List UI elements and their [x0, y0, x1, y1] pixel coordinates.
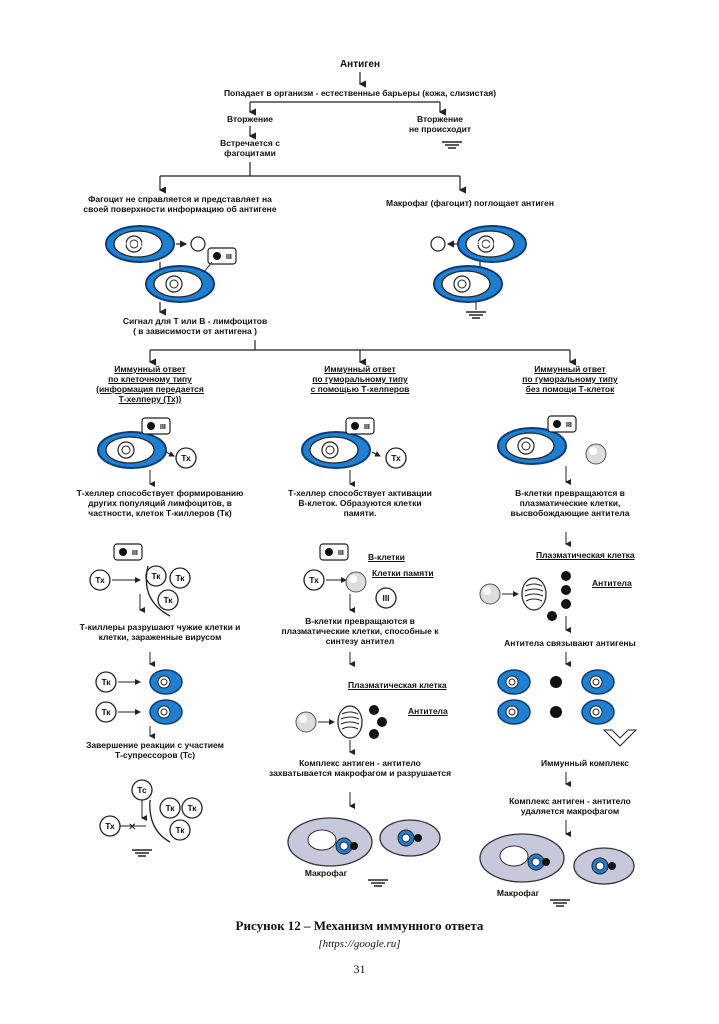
phagocyte-label-left: Фагоцит — [120, 241, 150, 248]
col2-macrophage-label: Макрофаг — [304, 868, 348, 878]
tk-cell-label-3: Тк — [163, 595, 173, 605]
th-cell-label-2: Тх — [95, 575, 105, 585]
memory-cell-label: III — [382, 593, 390, 603]
col3-step4: Комплекс антиген - антитело удаляется ма… — [509, 796, 631, 816]
col2-b-cells-label: В-клетки — [368, 552, 405, 562]
column-2-heading: Иммунный ответ по гуморальному типу с по… — [310, 364, 410, 394]
signal-label: Сигнал для Т или В - лимфоцитов ( в зави… — [122, 316, 268, 336]
svg-text:✕: ✕ — [128, 822, 136, 833]
enters-body-label: Попадает в организм - естественные барье… — [223, 88, 497, 98]
col3-plasma-label: Плазматическая клетка — [536, 550, 635, 560]
tk-cell-label-7: Тк — [187, 803, 197, 813]
col2-step1: Т-хеллер способствует активации В-клеток… — [288, 488, 432, 518]
col1-step3: Завершение реакции с участием Т-супрессо… — [86, 740, 224, 760]
col2-plasma-label: Плазматическая клетка — [348, 680, 447, 690]
tk-cell-label-6: Тк — [165, 803, 175, 813]
col3-macrophage-label: Макрофаг — [496, 888, 540, 898]
tk-cell-label-2: Тк — [175, 573, 185, 583]
page-number: 31 — [353, 962, 366, 976]
col2-memory-cells-label: Клетки памяти — [372, 568, 434, 578]
column-3-heading: Иммунный ответ по гуморальному типу без … — [522, 364, 618, 394]
tc-cell-label: Тс — [137, 785, 147, 795]
col2-antibodies-label: Антитела — [408, 706, 448, 716]
left-branch-label: Фагоцит не справляется и представляет на… — [83, 194, 277, 214]
col1-step2: Т-киллеры разрушают чужие клетки и клетк… — [79, 622, 241, 642]
col2-step3: Комплекс антиген - антитело захватываетс… — [268, 758, 452, 778]
antigen-title: Антиген — [339, 59, 381, 70]
figure-caption: Рисунок 12 – Механизм иммунного ответа — [235, 918, 484, 933]
th-cell-label-c2: Тх — [391, 453, 401, 463]
tk-cell-label-5: Тк — [101, 707, 111, 717]
th-cell-label-3: Тх — [105, 821, 115, 831]
col3-step1: В-клетки превращаются в плазматические к… — [510, 488, 630, 518]
tk-cell-label-4: Тк — [101, 677, 111, 687]
right-branch-label: Макрофаг (фагоцит) поглощает антиген — [386, 198, 554, 208]
tk-cell-label: Тк — [151, 571, 161, 581]
column-1-heading: Иммунный ответ по клеточному типу (инфор… — [96, 364, 204, 404]
figure-source: [https://google.ru] — [318, 938, 401, 950]
col3-antibodies-label: Антитела — [592, 578, 632, 588]
invasion-label: Вторжение — [226, 114, 274, 124]
th-cell-label-c2b: Тх — [309, 575, 319, 585]
col3-step2: Антитела связывают антигены — [504, 638, 636, 648]
meets-phagocytes-label: Встречается с фагоцитами — [220, 138, 280, 158]
no-invasion-label: Вторжение не происходит — [409, 114, 471, 134]
phagocyte-label-right: Фагоцит — [476, 241, 506, 248]
th-cell-label: Тх — [181, 453, 191, 463]
tk-cell-label-8: Тк — [175, 825, 185, 835]
col2-step2: В-клетки превращаются в плазматические к… — [281, 616, 439, 646]
col1-step1: Т-хеллер способствует формированию други… — [76, 488, 244, 518]
col3-step3: Иммунный комплекс — [541, 758, 629, 768]
